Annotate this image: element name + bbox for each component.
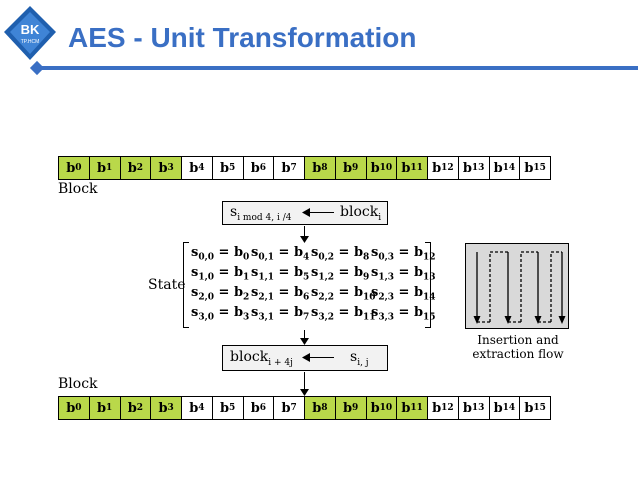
right-bracket <box>425 242 431 328</box>
left-bracket <box>183 242 189 328</box>
insertion-arrow-line <box>308 212 334 213</box>
flow-diagram <box>465 243 569 329</box>
state-label: State <box>148 277 186 293</box>
bottom-block-label: Block <box>58 376 98 392</box>
state-entry: s0,0 = b0 <box>191 245 250 263</box>
extraction-arrow-line <box>308 357 334 358</box>
state-entry: s3,0 = b3 <box>191 305 250 323</box>
insertion-target: si mod 4, i /4 <box>230 204 292 223</box>
down-arrow-line-3 <box>304 372 305 390</box>
state-entry: s3,2 = b11 <box>311 305 376 323</box>
state-entry: s2,1 = b6 <box>251 285 310 303</box>
state-entry: s0,3 = b12 <box>371 245 436 263</box>
state-entry: s3,3 = b15 <box>371 305 436 323</box>
extraction-source: si, j <box>350 349 369 368</box>
down-arrow-icon-2 <box>300 338 309 345</box>
flow-arrows-icon <box>473 251 566 324</box>
flow-label-line2: extraction flow <box>472 347 564 361</box>
insertion-source: blocki <box>340 204 382 223</box>
logo-text: BK <box>21 22 40 37</box>
down-arrow-icon <box>300 236 309 243</box>
state-entry: s0,1 = b4 <box>251 245 310 263</box>
state-entry: s2,3 = b14 <box>371 285 436 303</box>
top-block-label: Block <box>58 181 98 197</box>
logo-subtext: TP.HCM <box>21 39 40 45</box>
down-arrow-line-2 <box>304 330 305 340</box>
slide-title: AES - Unit Transformation <box>68 22 417 53</box>
state-entry: s1,3 = b13 <box>371 265 436 283</box>
state-entry: s3,1 = b7 <box>251 305 310 323</box>
extraction-target: blocki + 4j <box>230 349 293 368</box>
flow-label-line1: Insertion and <box>477 333 559 347</box>
state-entry: s1,2 = b9 <box>311 265 370 283</box>
down-arrow-icon-3 <box>300 389 309 396</box>
state-entry: s1,1 = b5 <box>251 265 310 283</box>
left-arrow-icon <box>302 208 310 217</box>
flow-label: Insertion and extraction flow <box>470 333 566 361</box>
university-logo: BK TP.HCM <box>4 6 56 60</box>
left-arrow-icon-2 <box>302 353 310 362</box>
down-arrow-line-1 <box>304 226 305 238</box>
state-entry: s2,0 = b2 <box>191 285 250 303</box>
title-rule <box>40 66 638 70</box>
state-entry: s2,2 = b10 <box>311 285 376 303</box>
state-entry: s1,0 = b1 <box>191 265 250 283</box>
state-entry: s0,2 = b8 <box>311 245 370 263</box>
